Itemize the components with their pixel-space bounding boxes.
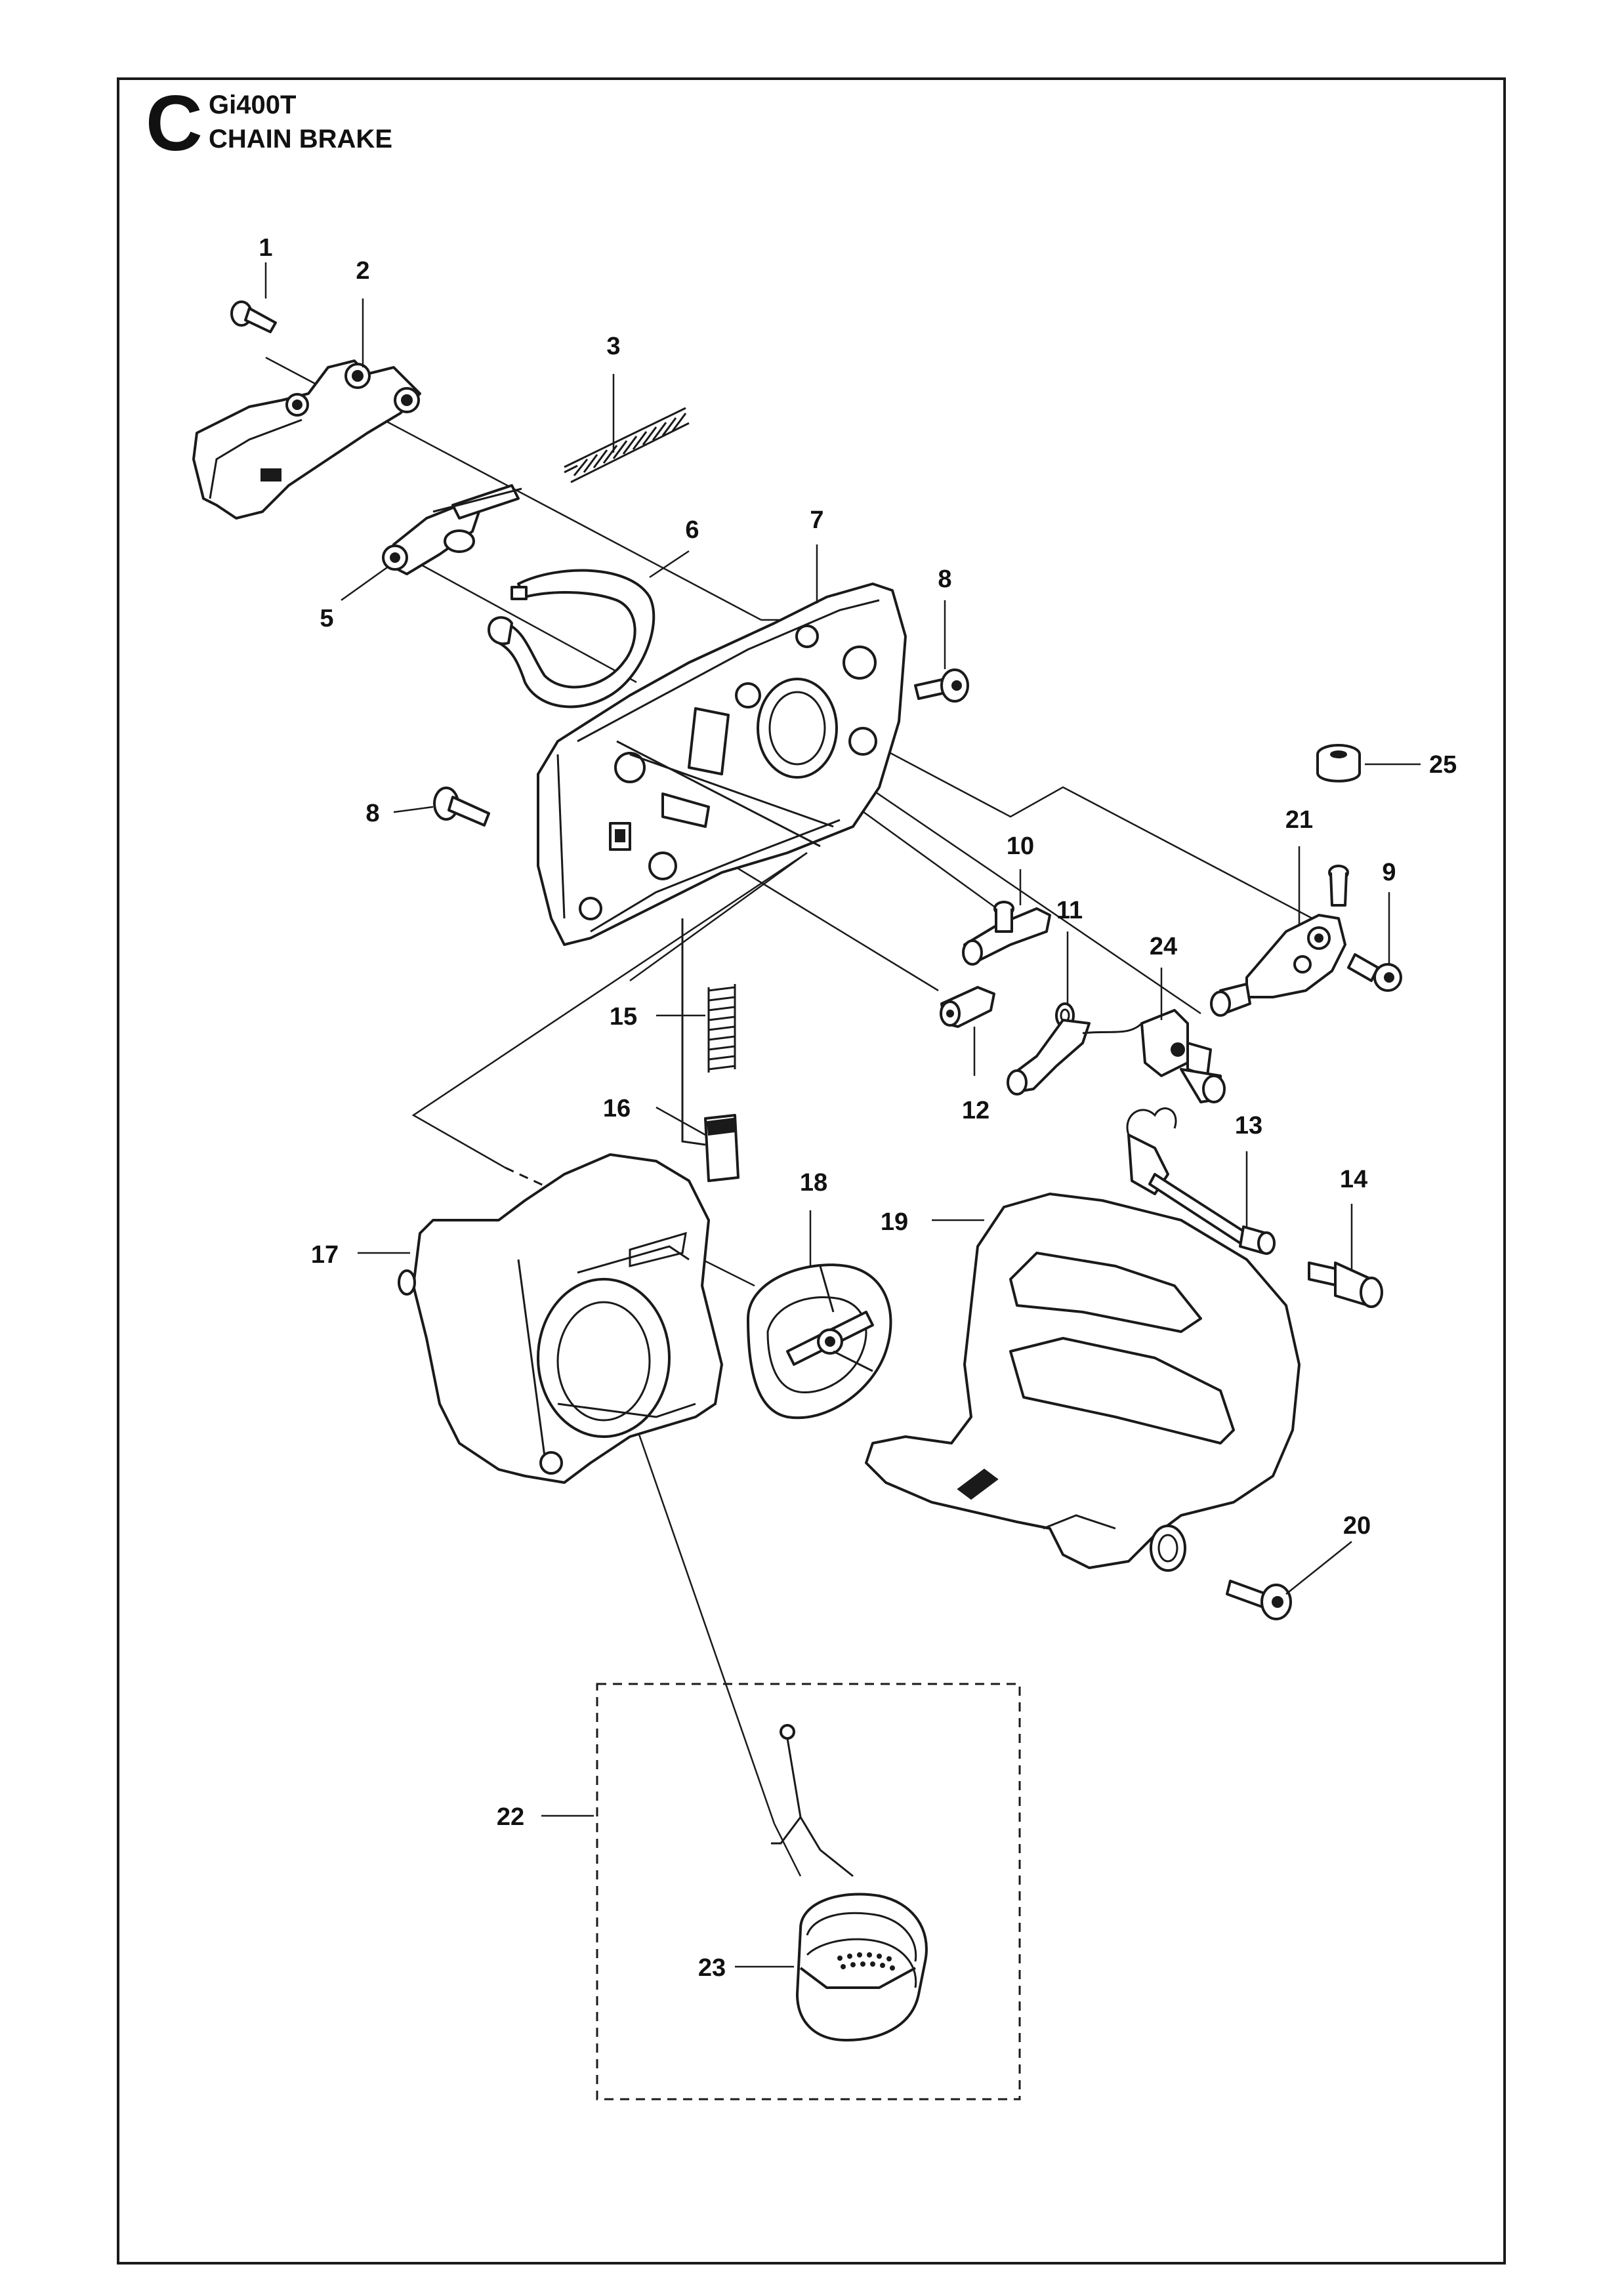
callout-18: 18 — [800, 1169, 827, 1197]
part-1-screw — [230, 300, 277, 333]
callout-11: 11 — [1056, 897, 1083, 924]
part-8-screw-left — [433, 787, 490, 827]
callout-19: 19 — [881, 1208, 908, 1236]
part-12-link — [940, 986, 995, 1028]
callout-14: 14 — [1340, 1166, 1367, 1193]
callout-10: 10 — [1007, 832, 1034, 860]
callout-9: 9 — [1382, 859, 1396, 886]
part-21-lever-bracket — [1210, 865, 1349, 1017]
part-8-screw-top — [914, 668, 969, 703]
part-9-screw — [1347, 953, 1402, 992]
callout-5: 5 — [320, 605, 333, 632]
callout-17: 17 — [311, 1241, 339, 1269]
callout-24: 24 — [1150, 933, 1177, 960]
callout-12: 12 — [962, 1097, 989, 1124]
part-23-cap — [796, 1893, 928, 2041]
part-17-crankcase — [398, 1153, 723, 1484]
callout-20: 20 — [1343, 1512, 1371, 1540]
part-14-plug — [1308, 1261, 1383, 1308]
callout-16: 16 — [603, 1095, 631, 1122]
part-2-bracket — [192, 359, 421, 520]
part-19-handguard — [865, 1193, 1301, 1572]
part-3-spring — [564, 407, 690, 483]
assembly-lines — [265, 356, 1313, 1877]
part-24-switch — [1007, 1009, 1226, 1103]
section-title: CHAIN BRAKE — [209, 125, 392, 154]
part-25-buffer — [1316, 744, 1361, 783]
callout-22: 22 — [497, 1803, 524, 1831]
part-10-lever — [962, 901, 1051, 966]
callout-leaders — [264, 262, 1421, 1968]
callout-2: 2 — [356, 257, 369, 285]
model-name: Gi400T — [209, 91, 297, 119]
part-22-tether — [771, 1724, 854, 1877]
part-16-plunger — [681, 918, 739, 1182]
callout-23: 23 — [698, 1954, 726, 1982]
part-18-clutch — [747, 1263, 892, 1420]
part-20-screw — [1226, 1580, 1292, 1620]
callout-1: 1 — [259, 234, 272, 262]
cap-grip-dots — [837, 1952, 895, 1971]
part-13-wire — [1126, 1107, 1276, 1255]
callout-21: 21 — [1285, 806, 1313, 834]
callout-3: 3 — [606, 333, 620, 360]
page-frame — [117, 77, 1506, 2265]
callout-6: 6 — [685, 516, 699, 544]
part-7-housing — [537, 583, 907, 946]
callout-8a: 8 — [938, 565, 951, 593]
part-6-brake-band — [488, 569, 656, 708]
callout-numbers: 1 2 3 5 6 7 8 8 9 10 11 12 13 14 15 16 1… — [259, 234, 1457, 1982]
part-15-spring — [707, 984, 736, 1073]
part-22-kit-box — [596, 1683, 1021, 2101]
callout-15: 15 — [610, 1003, 637, 1031]
part-5-lever — [382, 484, 522, 575]
callout-13: 13 — [1235, 1112, 1262, 1139]
callout-25: 25 — [1429, 751, 1457, 779]
callout-8b: 8 — [365, 800, 379, 827]
callout-7: 7 — [810, 506, 823, 534]
section-letter: C — [146, 79, 203, 167]
